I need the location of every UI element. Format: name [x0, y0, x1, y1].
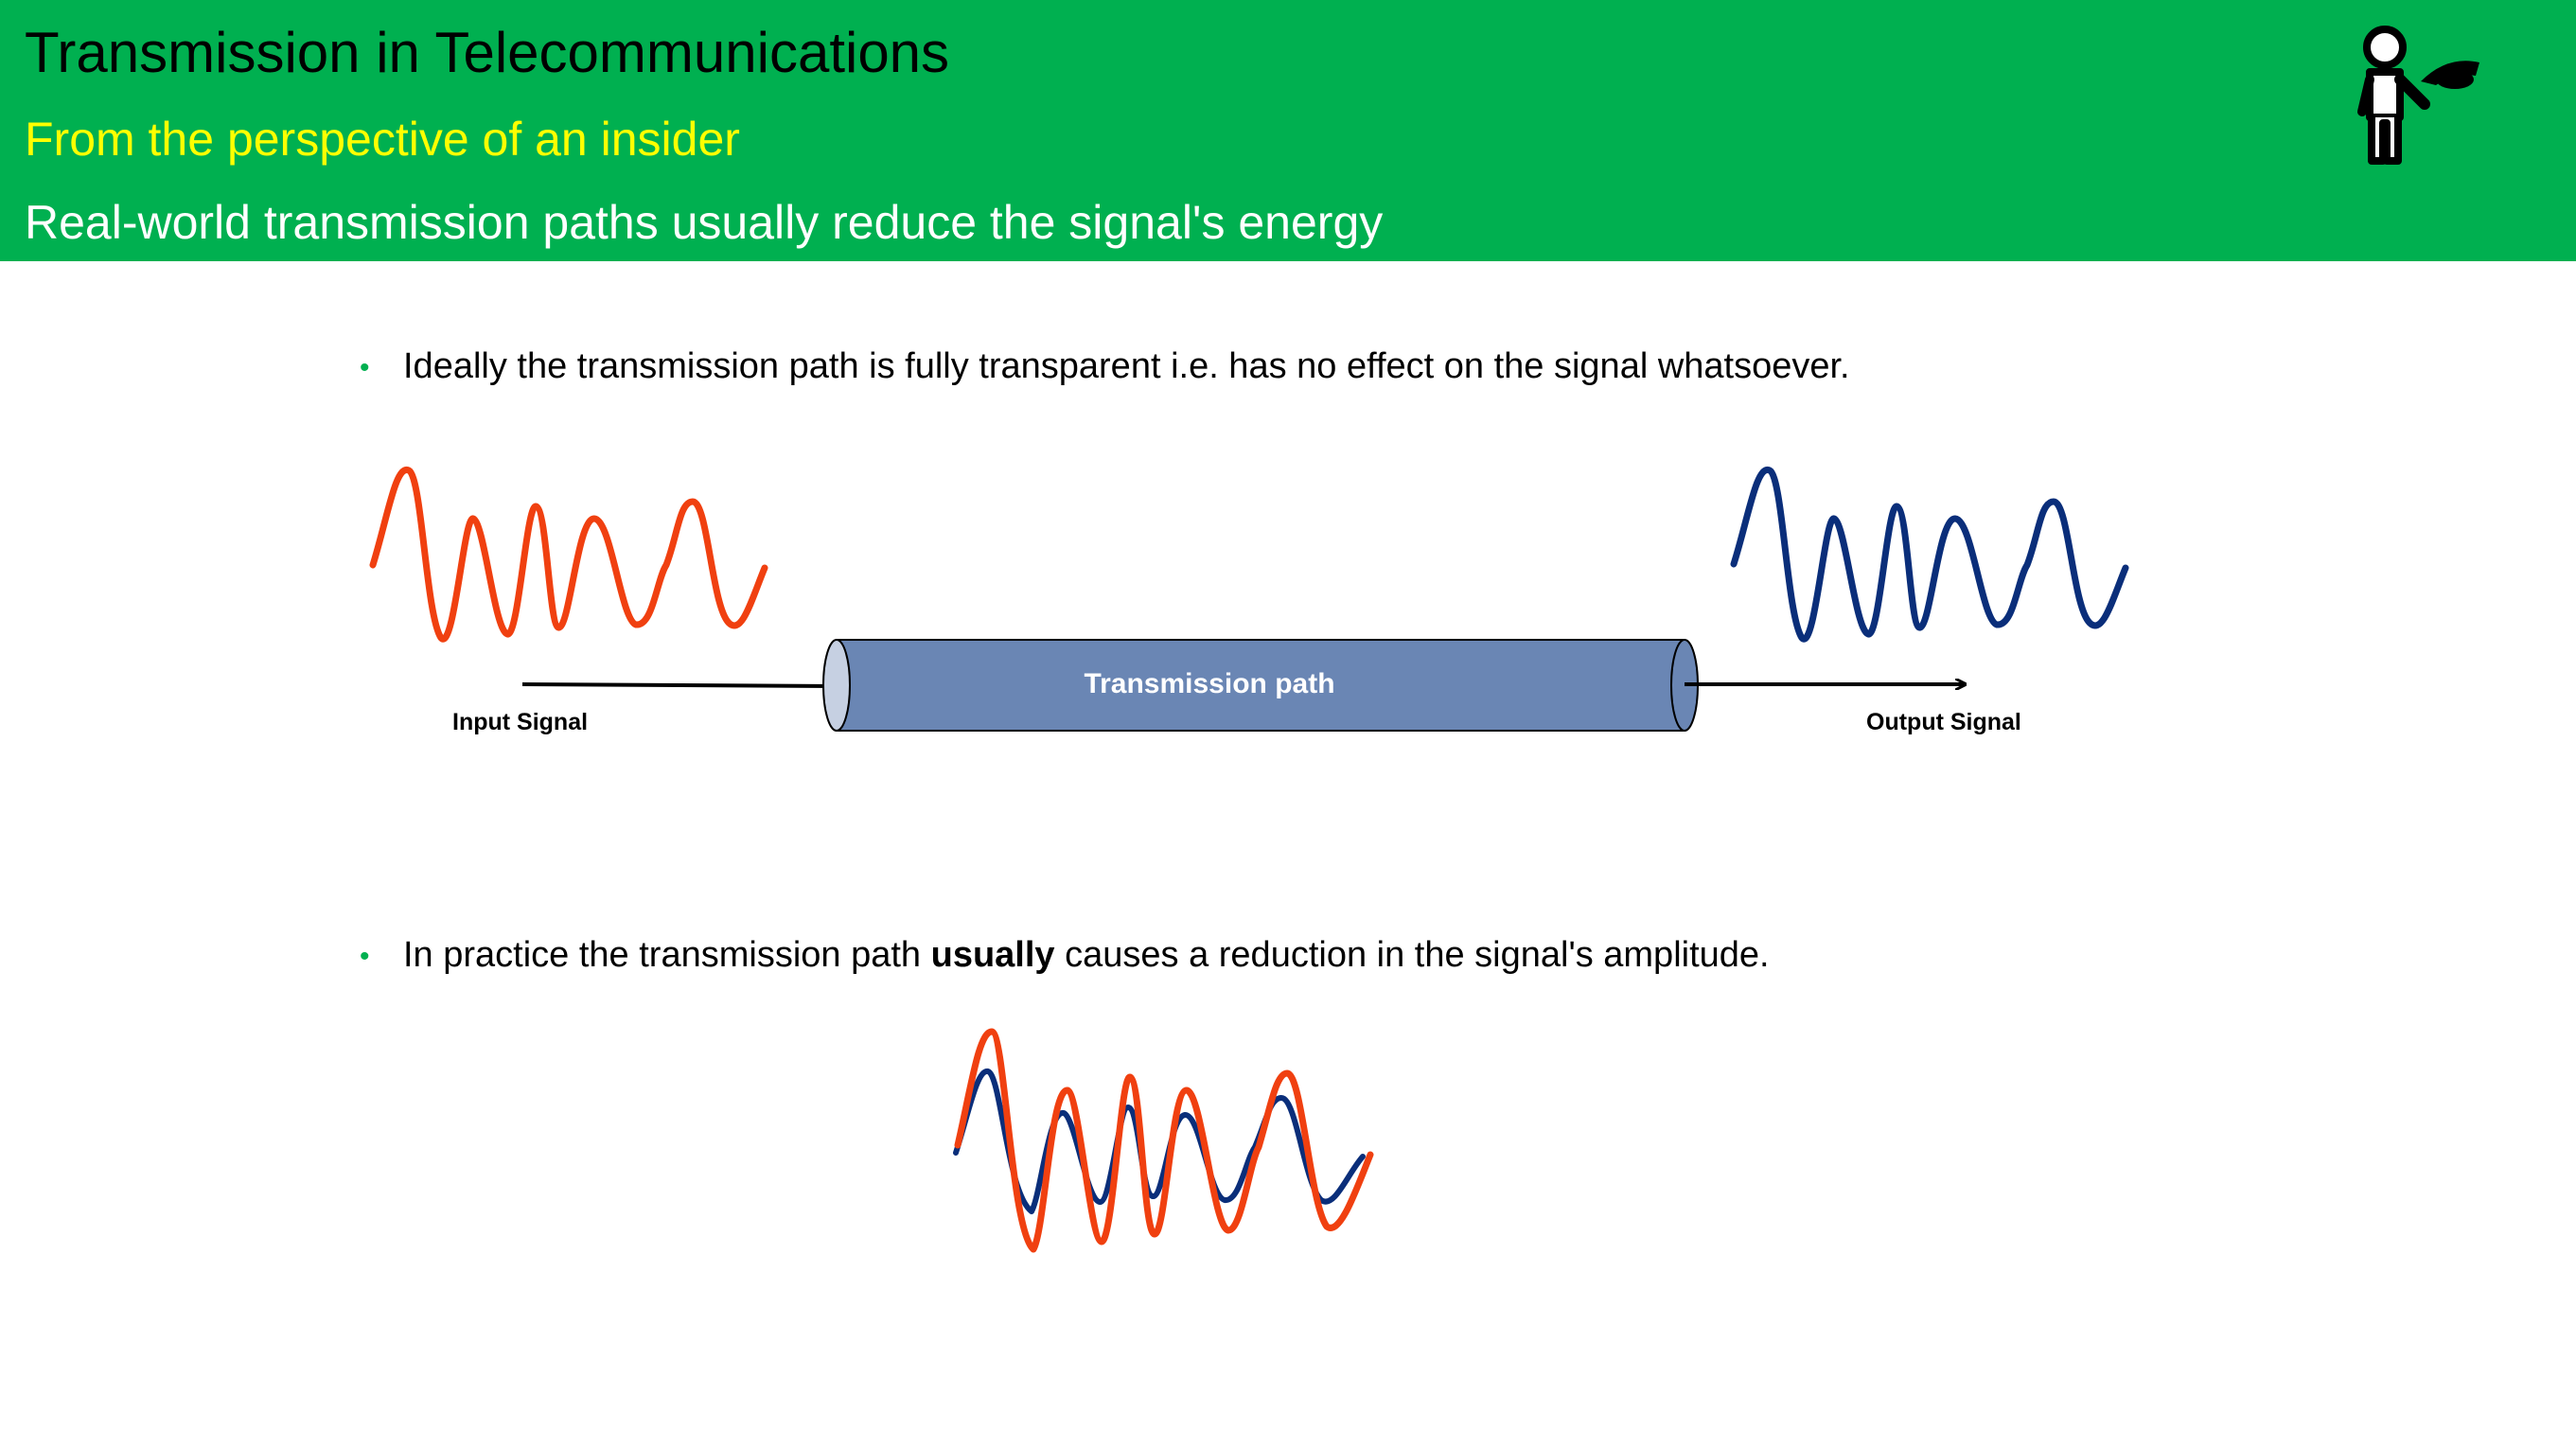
page-subtitle: From the perspective of an insider: [25, 113, 740, 166]
page-title: Transmission in Telecommunications: [25, 21, 950, 84]
input-signal-waveform: [369, 467, 768, 643]
transmission-path-cylinder: [822, 639, 1699, 732]
output-signal-label: Output Signal: [1866, 709, 2021, 735]
bullet-ideal: • Ideally the transmission path is fully …: [360, 344, 1850, 391]
technician-telephone-icon: [2357, 26, 2479, 165]
input-signal-label: Input Signal: [452, 709, 588, 735]
bullet-ideal-text: Ideally the transmission path is fully t…: [403, 346, 1850, 386]
output-signal-waveform: [1730, 467, 2129, 643]
bullet-marker: •: [360, 940, 370, 972]
attenuated-signal-waveform: [953, 1069, 1366, 1214]
bullet-marker: •: [360, 351, 370, 383]
input-arrow: [521, 684, 837, 686]
bullet-practice: • In practice the transmission path usual…: [360, 932, 1770, 980]
bullet-practice-text-start: In practice the transmission path: [403, 935, 931, 975]
transmission-path-label: Transmission path: [1084, 668, 1334, 699]
header-banner: Transmission in Telecommunications From …: [0, 0, 2576, 261]
original-signal-waveform: [954, 1028, 1374, 1253]
page-tagline: Real-world transmission paths usually re…: [25, 196, 1384, 249]
bullet-practice-text-end: causes a reduction in the signal's ampli…: [1054, 935, 1770, 975]
bullet-practice-emphasis: usually: [930, 935, 1055, 975]
